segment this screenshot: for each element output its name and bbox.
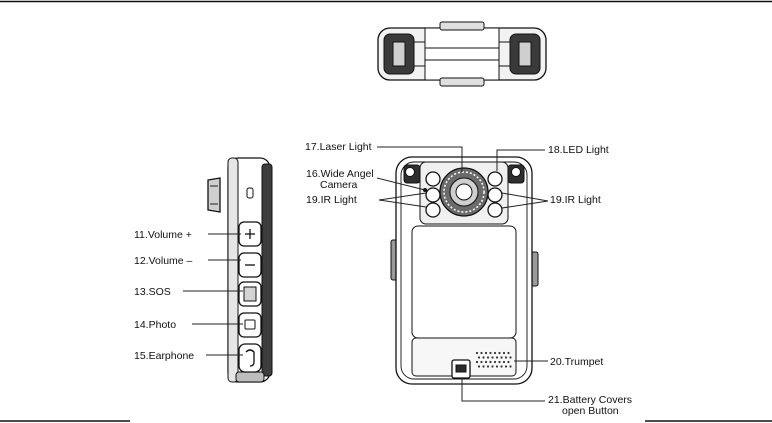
- volume-down-button: [239, 253, 261, 277]
- wide-angle-camera-lens: [440, 168, 488, 216]
- grille-dot: [500, 356, 502, 358]
- grille-dot: [498, 352, 500, 354]
- photo-button: [239, 313, 261, 337]
- grille-dot: [494, 352, 496, 354]
- grille-dot: [482, 365, 484, 367]
- grille-dot: [507, 361, 509, 363]
- label-photo: 14.Photo: [134, 319, 176, 331]
- grille-dot: [482, 356, 484, 358]
- earphone-port: [239, 344, 261, 372]
- grille-dot: [489, 352, 491, 354]
- grille-dot: [491, 365, 493, 367]
- label-sos: 13.SOS: [134, 286, 171, 298]
- grille-dot: [503, 361, 505, 363]
- grille-dot: [476, 352, 478, 354]
- grille-dot: [491, 356, 493, 358]
- label-earphone: 15.Earphone: [134, 350, 194, 362]
- battery-cover-button: [452, 360, 470, 378]
- grille-dot: [505, 356, 507, 358]
- grille-dot: [485, 361, 487, 363]
- grille-dot: [500, 365, 502, 367]
- top-view-device: [378, 22, 546, 86]
- grille-dot: [478, 365, 480, 367]
- grille-dot: [503, 352, 505, 354]
- grille-dot: [478, 356, 480, 358]
- label-trumpet: 20.Trumpet: [550, 356, 603, 368]
- grille-dot: [498, 361, 500, 363]
- label-battery-2: open Button: [562, 405, 619, 417]
- label-ir-left: 19.IR Light: [306, 194, 357, 206]
- grille-dot: [476, 361, 478, 363]
- grille-dot: [480, 361, 482, 363]
- grille-dot: [496, 356, 498, 358]
- led-light: [488, 172, 502, 186]
- grille-dot: [487, 356, 489, 358]
- label-laser: 17.Laser Light: [305, 141, 372, 153]
- grille-dot: [487, 365, 489, 367]
- ir-light-left: [426, 172, 440, 217]
- grille-dot: [494, 361, 496, 363]
- volume-up-button: [239, 222, 261, 246]
- label-volume-down: 12.Volume –: [134, 255, 193, 267]
- label-ir-right: 19.IR Light: [550, 194, 601, 206]
- grille-dot: [480, 352, 482, 354]
- grille-dot: [509, 356, 511, 358]
- grille-dot: [496, 365, 498, 367]
- label-led: 18.LED Light: [548, 144, 609, 156]
- grille-dot: [509, 365, 511, 367]
- grille-dot: [507, 352, 509, 354]
- grille-dot: [505, 365, 507, 367]
- grille-dot: [489, 361, 491, 363]
- sos-button: [239, 282, 261, 306]
- grille-dot: [485, 352, 487, 354]
- label-wide-angle-2: Camera: [320, 179, 358, 191]
- label-volume-up: 11.Volume +: [134, 229, 192, 241]
